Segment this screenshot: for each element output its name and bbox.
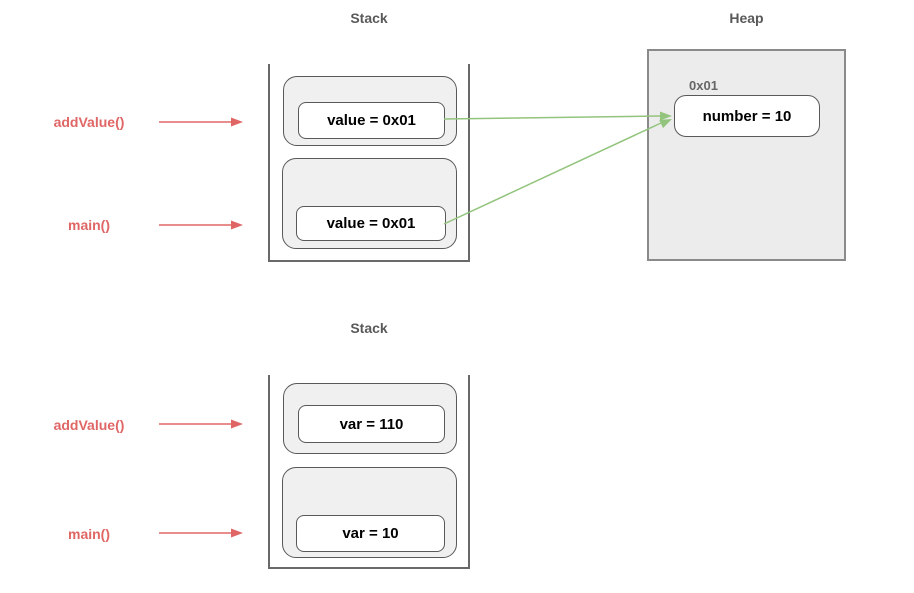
pointer-arrow-addvalue-bottom [159, 419, 243, 429]
stack-container-bottom [268, 375, 470, 569]
stack-title-bottom: Stack [350, 320, 388, 336]
variable-slot: var = 10 [296, 515, 445, 552]
frame-label-addvalue-bottom: addValue() [53, 417, 125, 433]
heap-object-slot: number = 10 [674, 95, 820, 137]
heap-address-label: 0x01 [689, 78, 718, 93]
stack-frame-main-bottom: var = 10 [282, 467, 457, 558]
heap-title: Heap [729, 10, 764, 26]
frame-label-addvalue-top: addValue() [53, 114, 125, 130]
reference-arrow-main-to-heap [443, 119, 672, 225]
frame-label-main-bottom: main() [68, 526, 110, 542]
stack-frame-addvalue-bottom: var = 110 [283, 383, 457, 454]
stack-frame-addvalue-top: value = 0x01 [283, 76, 457, 146]
frame-label-main-top: main() [68, 217, 110, 233]
stack-frame-main-top: value = 0x01 [282, 158, 457, 249]
variable-slot: var = 110 [298, 405, 445, 443]
stack-title-top: Stack [350, 10, 388, 26]
heap-box: 0x01 number = 10 [647, 49, 846, 261]
pointer-arrow-main-top [159, 220, 243, 230]
pointer-arrow-main-bottom [159, 528, 243, 538]
reference-arrow-addvalue-to-heap [443, 111, 672, 121]
pointer-arrow-addvalue-top [159, 117, 243, 127]
variable-slot: value = 0x01 [298, 102, 445, 139]
variable-slot: value = 0x01 [296, 206, 446, 241]
